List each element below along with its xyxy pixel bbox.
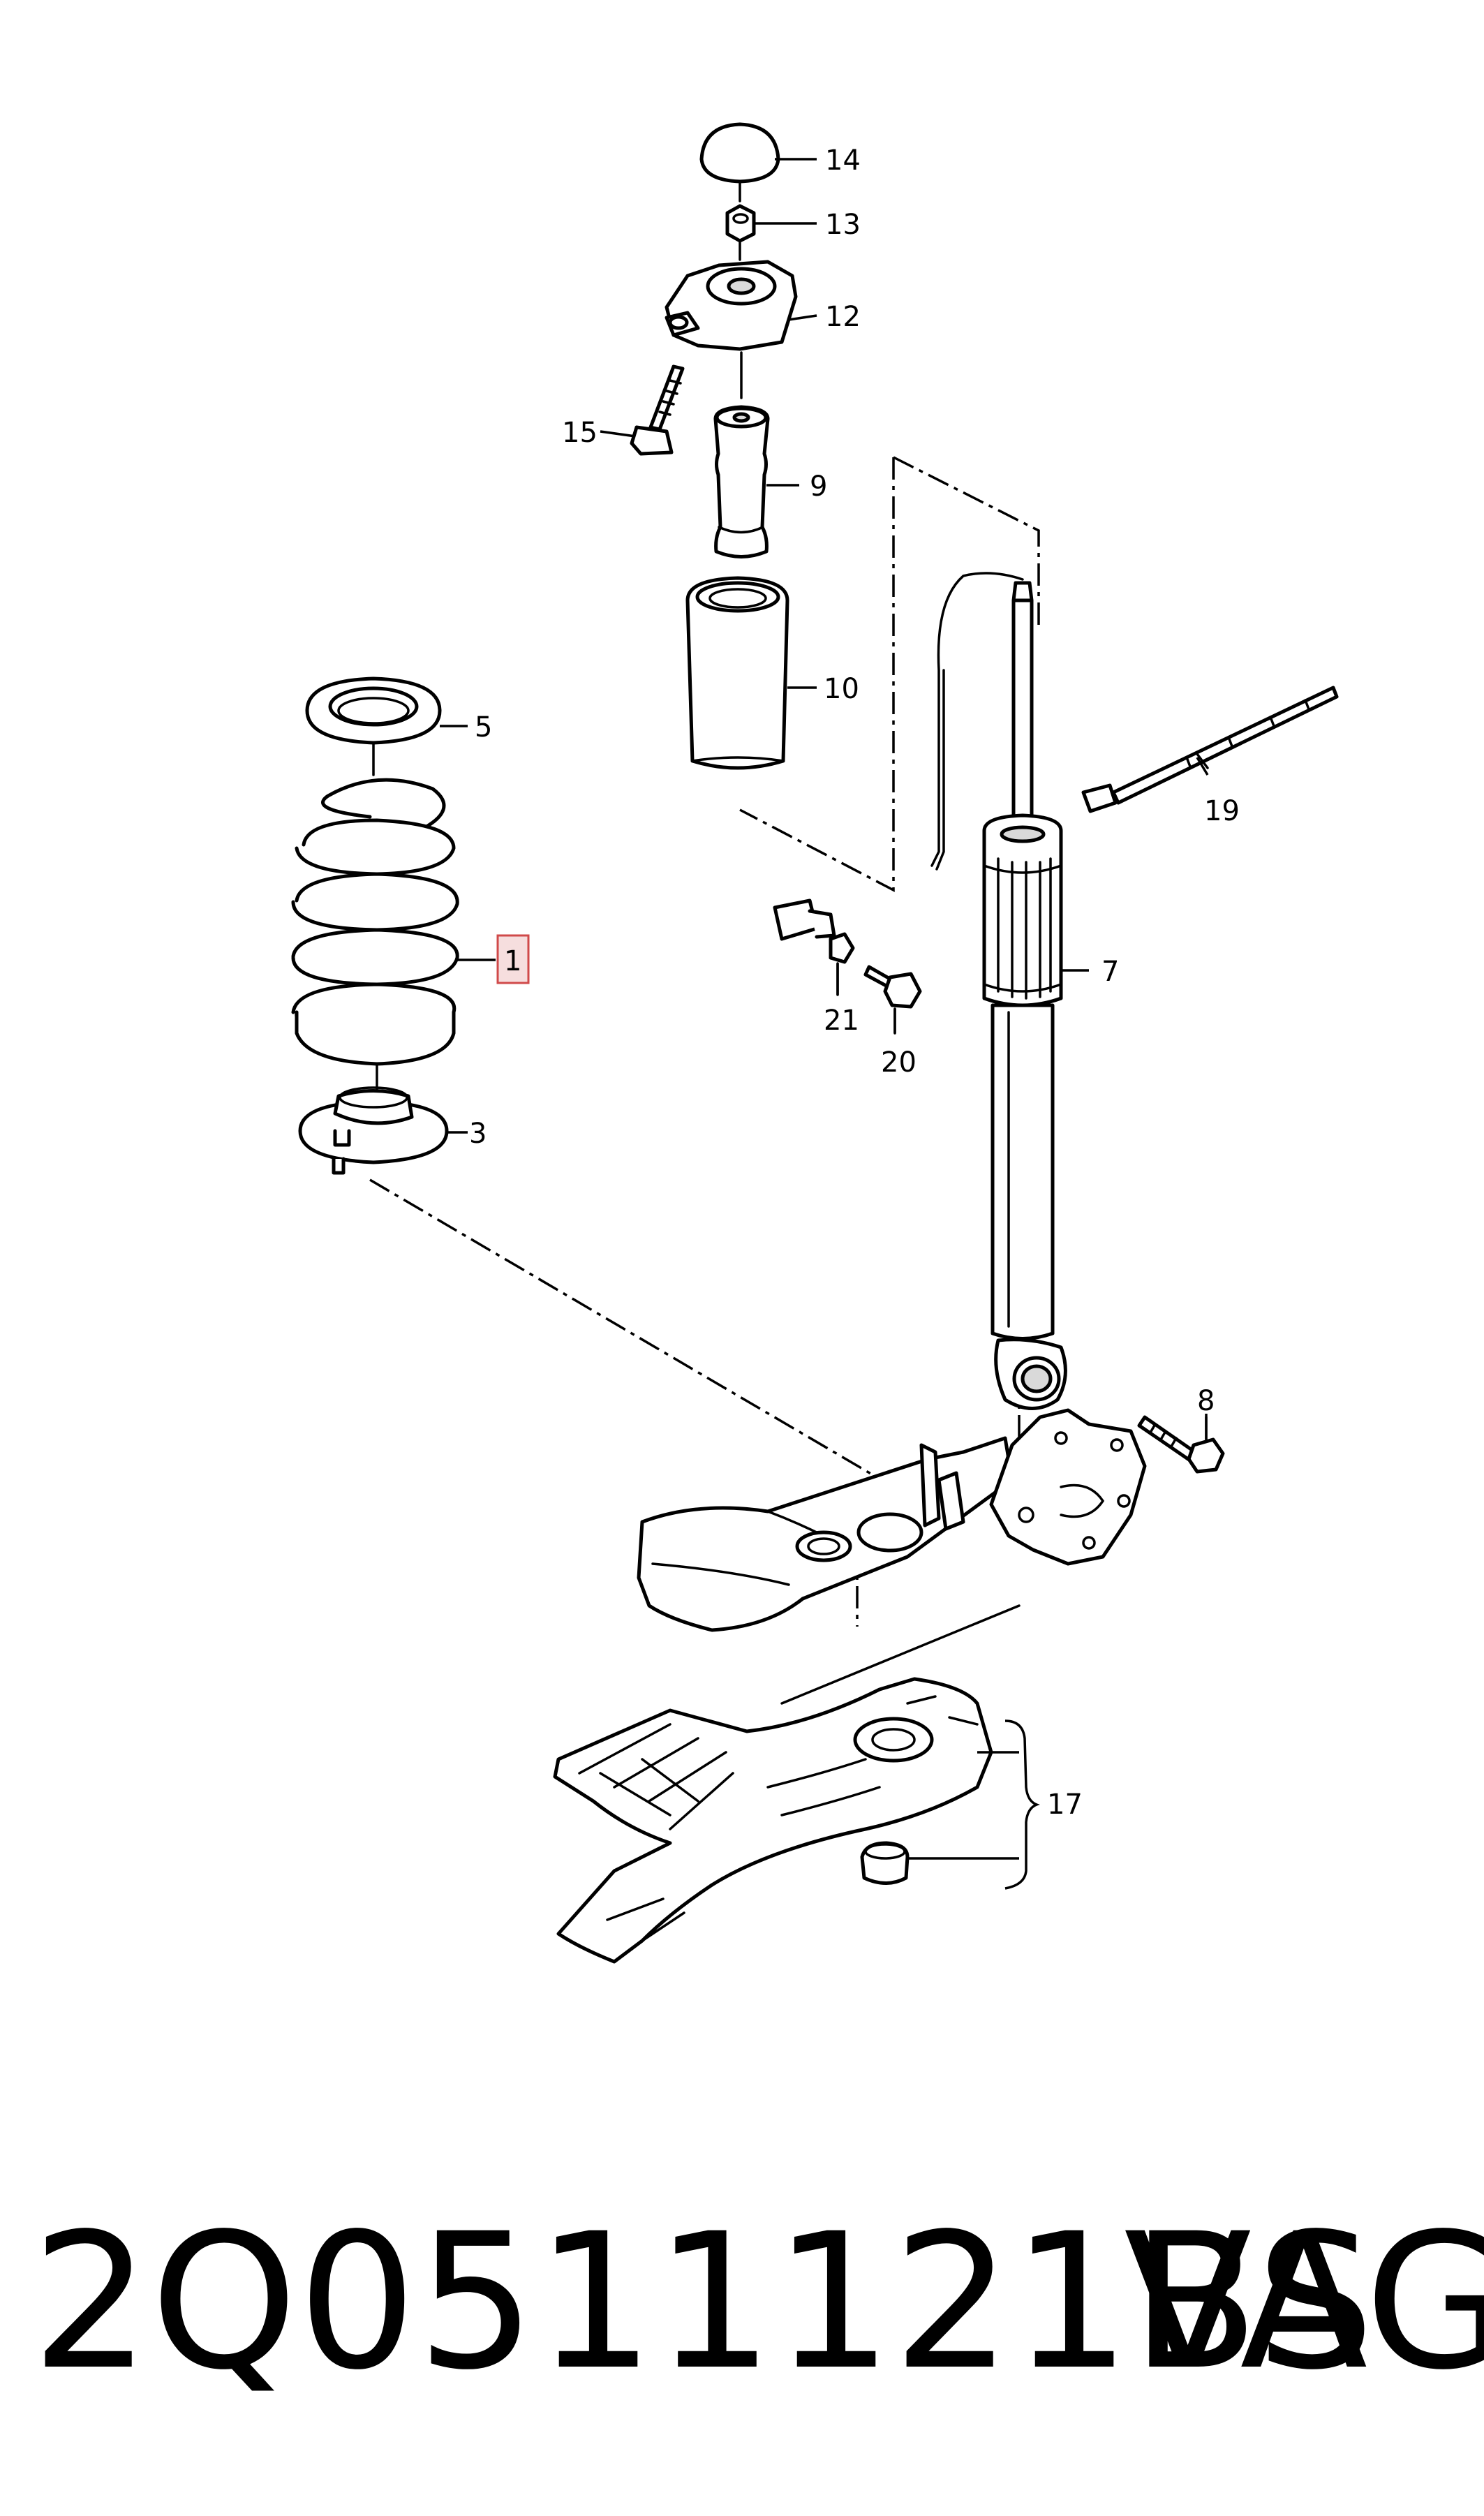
part-9-bump-stop[interactable] [713, 405, 770, 558]
axle-beam-bracket [637, 1408, 1147, 1705]
part-number: 2Q0511121BS [31, 2193, 1374, 2411]
part-10-dust-boot[interactable] [685, 576, 789, 770]
callout-21: 21 [824, 1005, 859, 1037]
callout-10: 10 [824, 673, 859, 705]
footer-label: 2Q0511121BS VAG [31, 2193, 1484, 2411]
callout-20: 20 [881, 1046, 917, 1079]
callout-13: 13 [825, 209, 861, 241]
callout-7: 7 [1101, 956, 1119, 988]
part-1-coil-spring[interactable] [291, 778, 459, 1090]
callout-1-highlight[interactable]: 1 [496, 934, 530, 984]
part-21-sensor[interactable] [773, 898, 855, 996]
callout-8: 8 [1197, 1385, 1215, 1417]
part-20-screw[interactable] [863, 965, 922, 1035]
callout-17: 17 [1047, 1789, 1083, 1821]
callout-3: 3 [469, 1118, 487, 1150]
part-15-bolt[interactable] [630, 364, 685, 456]
part-8-bolt[interactable] [1137, 1415, 1225, 1474]
highlight-box [496, 934, 530, 984]
callout-labels: 14 13 12 15 9 10 5 19 7 21 20 3 8 17 [469, 145, 1240, 1821]
part-17-underbody-panel[interactable] [553, 1677, 993, 1964]
part-13-nut[interactable] [725, 204, 756, 261]
part-7-shock-absorber[interactable] [930, 572, 1067, 1410]
part-14-cap[interactable] [699, 122, 780, 202]
callout-1: 1 [504, 945, 521, 977]
callout-12: 12 [825, 301, 861, 333]
callout-5: 5 [475, 711, 492, 743]
leader-lines [440, 158, 1209, 1890]
callout-9: 9 [810, 471, 827, 503]
part-5-upper-spring-seat[interactable] [305, 676, 442, 776]
part-3-lower-spring-seat[interactable] [298, 1086, 449, 1175]
callout-14: 14 [825, 145, 861, 177]
part-19-cable-tie[interactable] [1081, 686, 1339, 813]
callout-19: 19 [1204, 795, 1240, 827]
part-12-top-mount[interactable] [665, 260, 798, 399]
brand-name: VAG [1124, 2193, 1484, 2411]
callout-15: 15 [562, 417, 598, 449]
